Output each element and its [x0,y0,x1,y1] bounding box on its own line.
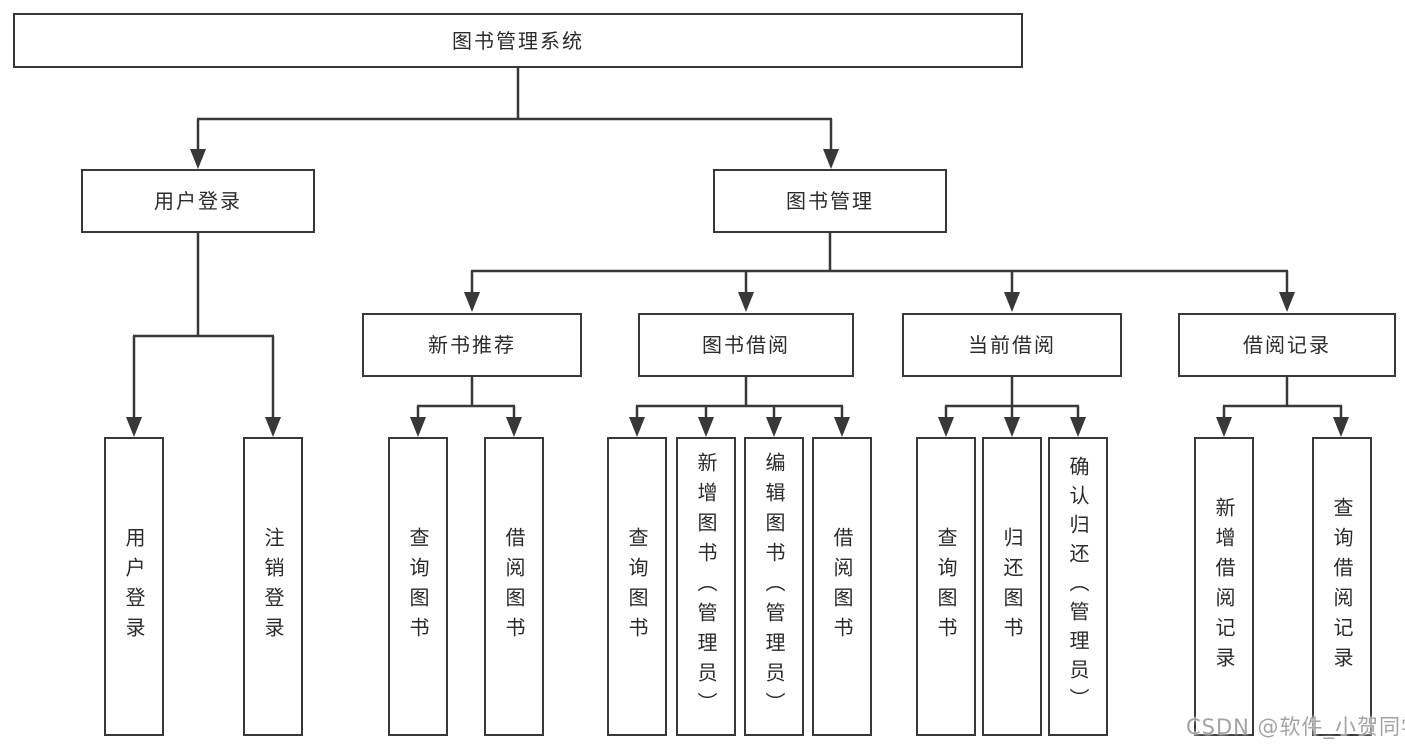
leaf-borrow-books-label: 借阅图书 [830,526,854,647]
connector-user-login-to-leaves [126,233,281,437]
leaf-query-books-current: 查询图书 [916,437,976,736]
leaf-query-books-borrow: 查询图书 [607,437,667,736]
leaf-borrow-books: 借阅图书 [812,437,872,736]
node-book-borrow-label: 图书借阅 [702,333,790,357]
leaf-user-login: 用户登录 [104,437,164,736]
node-user-login: 用户登录 [81,169,315,233]
node-book-management-label: 图书管理 [786,189,874,213]
leaf-return-book: 归还图书 [982,437,1042,736]
leaf-user-login-label: 用户登录 [122,526,146,647]
leaf-logout: 注销登录 [243,437,303,736]
connector-root-to-level2 [190,68,839,169]
node-borrow-records: 借阅记录 [1178,313,1396,377]
leaf-confirm-return-admin-label: 确认归还（管理员） [1066,456,1090,717]
node-current-borrow-label: 当前借阅 [968,333,1056,357]
leaf-query-books-recommend: 查询图书 [388,437,448,736]
leaf-query-borrow-record: 查询借阅记录 [1312,437,1372,736]
leaf-add-borrow-record-label: 新增借阅记录 [1212,496,1236,677]
connector-current-borrow-to-leaves [938,377,1086,437]
leaf-add-book-admin-label: 新增图书（管理员） [694,451,718,722]
node-new-book-recommend-label: 新书推荐 [428,333,516,357]
connector-borrow-records-to-leaves [1216,377,1349,437]
node-user-login-label: 用户登录 [154,189,242,213]
leaf-logout-label: 注销登录 [261,526,285,647]
connector-book-management-to-level3 [464,233,1295,312]
leaf-query-books-current-label: 查询图书 [934,526,958,647]
connector-new-book-to-leaves [410,377,522,437]
node-book-management: 图书管理 [713,169,947,233]
leaf-add-borrow-record: 新增借阅记录 [1194,437,1254,736]
leaf-edit-book-admin: 编辑图书（管理员） [744,437,804,736]
node-library-system: 图书管理系统 [13,13,1023,68]
leaf-edit-book-admin-label: 编辑图书（管理员） [762,451,786,722]
leaf-add-book-admin: 新增图书（管理员） [676,437,736,736]
node-borrow-records-label: 借阅记录 [1243,333,1331,357]
leaf-borrow-books-recommend-label: 借阅图书 [502,526,526,647]
node-library-system-label: 图书管理系统 [452,28,584,53]
node-book-borrow: 图书借阅 [638,313,854,377]
node-new-book-recommend: 新书推荐 [362,313,582,377]
leaf-confirm-return-admin: 确认归还（管理员） [1048,437,1108,736]
leaf-return-book-label: 归还图书 [1000,526,1024,647]
watermark: CSDN @软件_小贺同学 [1186,715,1405,739]
node-current-borrow: 当前借阅 [902,313,1122,377]
leaf-query-books-borrow-label: 查询图书 [625,526,649,647]
leaf-query-borrow-record-label: 查询借阅记录 [1330,496,1354,677]
leaf-borrow-books-recommend: 借阅图书 [484,437,544,736]
leaf-query-books-recommend-label: 查询图书 [406,526,430,647]
connector-book-borrow-to-leaves [629,377,850,437]
